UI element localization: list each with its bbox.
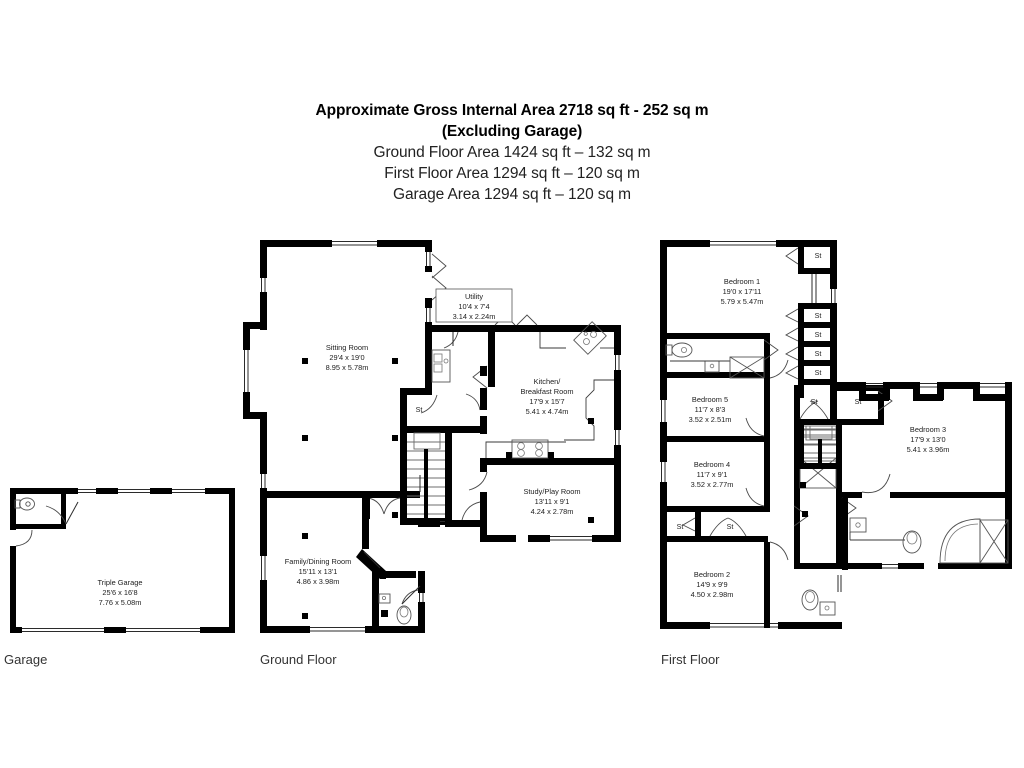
header-line-first-area: First Floor Area 1294 sq ft – 120 sq m <box>384 165 640 182</box>
first-room-2-imperial: 11'7 x 9'1 <box>697 470 728 479</box>
ground-room-3-name: Study/Play Room <box>523 487 580 496</box>
first-room-0-imperial: 19'0 x 17'11 <box>723 287 762 296</box>
first-room-0-name: Bedroom 1 <box>724 277 760 286</box>
ground-floor-plan: St <box>240 230 640 650</box>
first-room-3-name: Bedroom 2 <box>694 570 730 579</box>
header-line-garage-area: Garage Area 1294 sq ft – 120 sq m <box>393 186 631 203</box>
first-room-3-metric: 4.50 x 2.98m <box>691 590 734 599</box>
ground-room-0-metric: 8.95 x 5.78m <box>326 363 369 372</box>
first-storage-label-4: St <box>815 349 822 358</box>
first-storage-label-8: St <box>677 522 684 531</box>
first-room-4-imperial: 17'9 x 13'0 <box>910 435 945 444</box>
first-room-2-metric: 3.52 x 2.77m <box>691 480 734 489</box>
garage-room-imperial: 25'6 x 16'8 <box>102 588 137 597</box>
garage-floor-plan: Triple Garage 25'6 x 16'8 7.76 x 5.08m <box>0 480 250 645</box>
ground-room-1-imperial: 10'4 x 7'4 <box>458 302 489 311</box>
first-room-4-metric: 5.41 x 3.96m <box>907 445 950 454</box>
first-room-1-metric: 3.52 x 2.51m <box>689 415 732 424</box>
ground-room-4-name: Family/Dining Room <box>285 557 352 566</box>
garage-room-name: Triple Garage <box>98 578 143 587</box>
ground-room-3-metric: 4.24 x 2.78m <box>531 507 574 516</box>
garage-room-metric: 7.76 x 5.08m <box>99 598 142 607</box>
first-room-3-imperial: 14'9 x 9'9 <box>696 580 727 589</box>
ground-storage-label-1: St <box>416 405 423 414</box>
utility-label-box <box>435 288 513 323</box>
first-storage-label-1: St <box>815 251 822 260</box>
ground-room-4-metric: 4.86 x 3.98m <box>297 577 340 586</box>
first-storage-label-3: St <box>815 330 822 339</box>
ground-room-1-metric: 3.14 x 2.24m <box>453 312 496 321</box>
ground-room-1-name: Utility <box>465 292 483 301</box>
ground-room-0-imperial: 29'4 x 19'0 <box>329 353 364 362</box>
ground-room-0-name: Sitting Room <box>326 343 368 352</box>
first-room-1-name: Bedroom 5 <box>692 395 728 404</box>
caption-garage: Garage <box>4 652 48 667</box>
first-room-2-name: Bedroom 4 <box>694 460 730 469</box>
first-room-1-imperial: 11'7 x 8'3 <box>695 405 726 414</box>
ground-room-3-imperial: 13'11 x 9'1 <box>535 497 570 506</box>
header-line-excluding-garage: (Excluding Garage) <box>441 123 583 140</box>
ground-room-2-metric: 5.41 x 4.74m <box>526 407 569 416</box>
first-storage-label-2: St <box>815 311 822 320</box>
ground-room-2-imperial: 17'9 x 15'7 <box>529 397 564 406</box>
ground-room-2-name-line1: Kitchen/ <box>534 377 562 386</box>
plan-header: Approximate Gross Internal Area 2718 sq … <box>0 100 1024 205</box>
first-storage-label-6: St <box>811 397 818 406</box>
header-line-gross-area: Approximate Gross Internal Area 2718 sq … <box>315 102 709 119</box>
first-storage-label-7: St <box>855 397 862 406</box>
first-room-4-name: Bedroom 3 <box>910 425 946 434</box>
first-floor-plan: St <box>650 230 1024 650</box>
ground-room-2-name-line2: Breakfast Room <box>521 387 574 396</box>
ground-room-4-imperial: 15'11 x 13'1 <box>299 567 338 576</box>
first-room-0-metric: 5.79 x 5.47m <box>721 297 764 306</box>
caption-first-floor: First Floor <box>661 652 720 667</box>
first-storage-label-9: St <box>727 522 734 531</box>
header-line-ground-area: Ground Floor Area 1424 sq ft – 132 sq m <box>373 144 651 161</box>
first-storage-label-5: St <box>815 368 822 377</box>
caption-ground-floor: Ground Floor <box>260 652 337 667</box>
